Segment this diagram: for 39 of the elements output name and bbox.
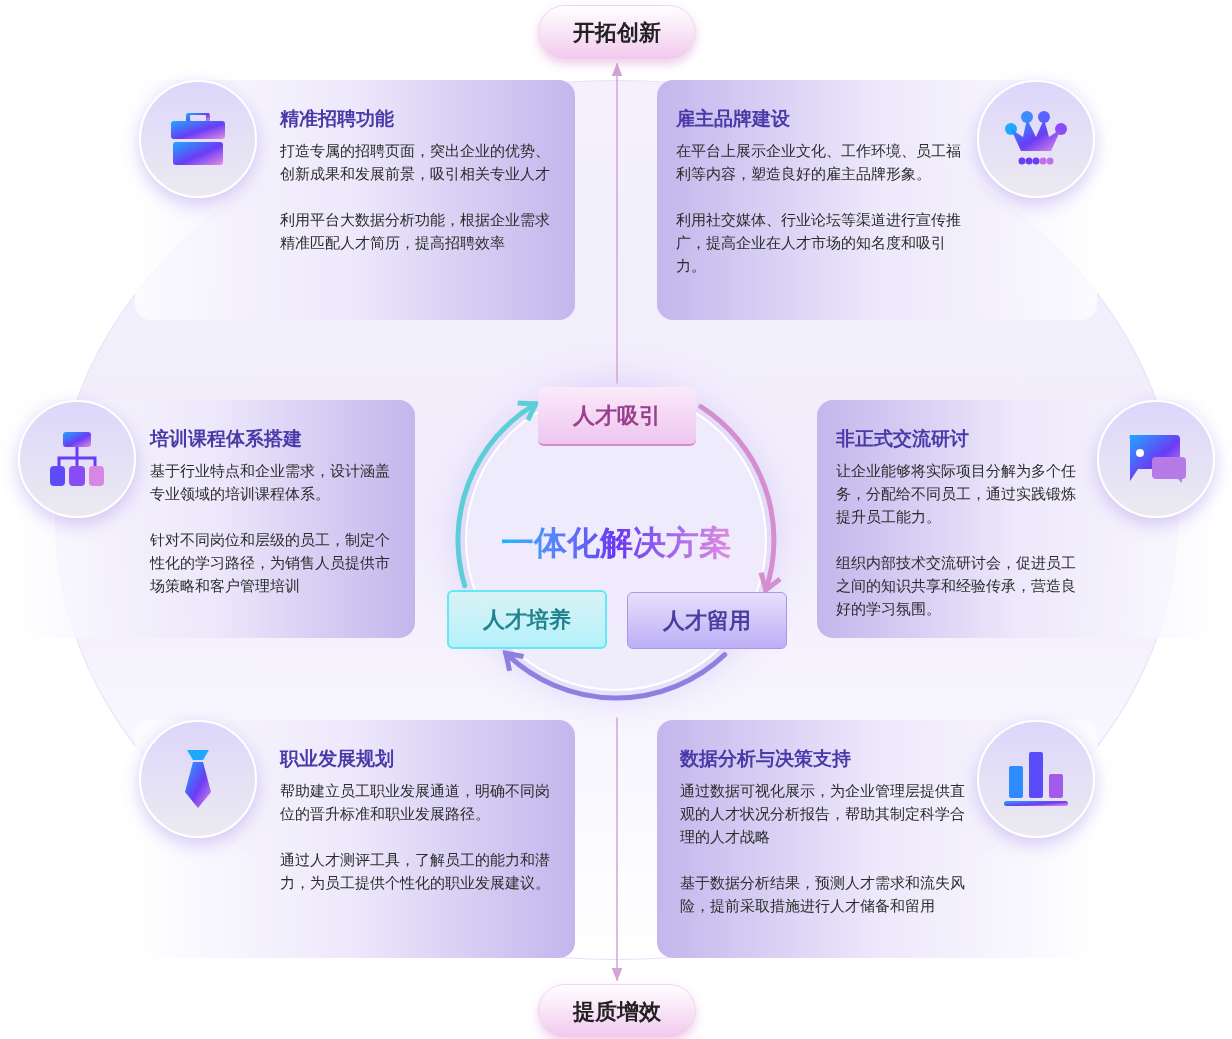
arrow (611, 717, 623, 982)
label-pill (538, 387, 696, 446)
label-pill (447, 590, 607, 649)
card-heading: 培训课程体系搭建 (150, 426, 303, 451)
card-heading: 精准招聘功能 (280, 106, 395, 131)
card-paragraph: 帮助建立员工职业发展通道，明确不同岗位的晋升标准和职业发展路径。 (280, 782, 551, 824)
curved-arrow (698, 404, 782, 593)
card-heading: 数据分析与决策支持 (680, 746, 852, 771)
info-card (657, 80, 1097, 320)
card-paragraph: 利用平台大数据分析功能，根据企业需求精准匹配人才简历，提高招聘效率 (280, 211, 551, 253)
curved-arrow (503, 650, 728, 701)
card-paragraph: 利用社交媒体、行业论坛等渠道进行宣传推广，提高企业在人才市场的知名度和吸引力。 (676, 211, 962, 276)
pill-label: 人才培养 (483, 606, 571, 634)
card-paragraph: 基于数据分析结果，预测人才需求和流失风险，提前采取措施进行人才储备和留用 (680, 874, 966, 916)
card-paragraph: 针对不同岗位和层级的员工，制定个性化的学习路径，为销售人员提供市场策略和客户管理培训 (150, 531, 391, 596)
card-paragraph: 在平台上展示企业文化、工作环境、员工福利等内容，塑造良好的雇主品牌形象。 (676, 142, 962, 184)
card-paragraph: 通过人才测评工具，了解员工的能力和潜力，为员工提供个性化的职业发展建议。 (280, 851, 551, 893)
info-card (18, 400, 415, 638)
label-pill (538, 5, 696, 60)
card-heading: 职业发展规划 (280, 746, 395, 771)
info-card (135, 80, 575, 320)
label-pill (538, 984, 696, 1038)
card-paragraph: 基于行业特点和企业需求，设计涵盖专业领域的培训课程体系。 (150, 462, 391, 504)
card-paragraph: 组织内部技术交流研讨会，促进员工之间的知识共享和经验传承，营造良好的学习氛围。 (836, 554, 1077, 619)
label-pill (627, 592, 787, 649)
pill-label: 人才留用 (663, 607, 751, 635)
card-heading: 雇主品牌建设 (676, 106, 791, 131)
pill-label: 提质增效 (573, 997, 661, 1026)
card-paragraph: 通过数据可视化展示，为企业管理层提供直观的人才状况分析报告，帮助其制定科学合理的人才战略 (680, 782, 966, 847)
arrow (611, 62, 623, 384)
pill-label: 开拓创新 (573, 19, 661, 47)
pill-label: 人才吸引 (573, 402, 661, 430)
card-paragraph: 打造专属的招聘页面，突出企业的优势、创新成果和发展前景，吸引相关专业人才 (280, 142, 551, 184)
card-heading: 非正式交流研讨 (836, 426, 970, 451)
curved-arrow (455, 401, 539, 589)
info-card (657, 720, 1097, 958)
card-paragraph: 让企业能够将实际项目分解为多个任务，分配给不同员工，通过实践锻炼提升员工能力。 (836, 462, 1077, 527)
info-card (135, 720, 575, 958)
info-card (817, 400, 1215, 638)
